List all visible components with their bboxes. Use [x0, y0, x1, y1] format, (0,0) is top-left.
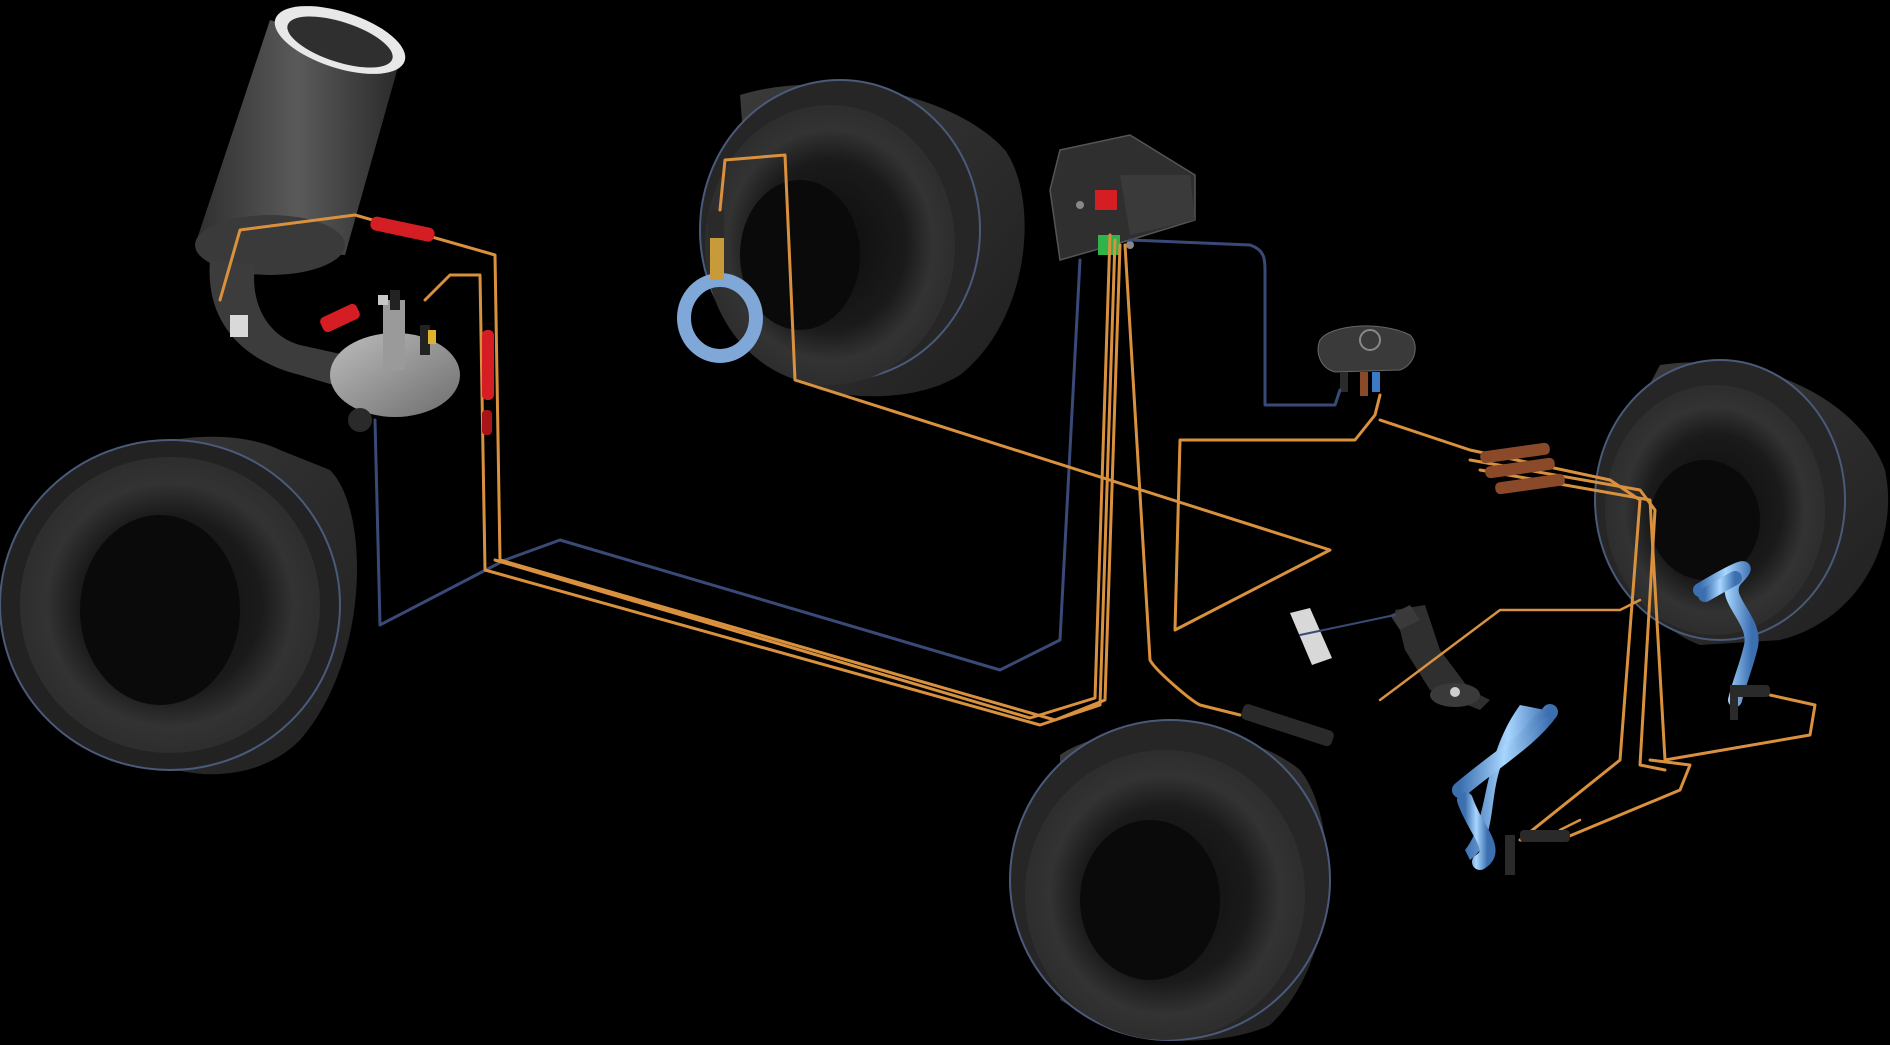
speed-sensor-ring: [677, 210, 763, 363]
wire-orange-front-sensor: [718, 153, 1382, 632]
wire-orange-1: [218, 213, 1122, 722]
connector-black-brake-front: [1730, 685, 1770, 720]
pedal-sensor: [1290, 605, 1490, 710]
wire-orange-2: [423, 238, 1117, 727]
connector-red-exhaust: [370, 216, 435, 242]
tire-rear-left: [0, 436, 358, 775]
lambda-sensor-icon: [230, 315, 248, 337]
connector-black-rear: [1241, 704, 1334, 747]
wiring-harness: [218, 153, 1817, 842]
wire-orange-fr2: [1478, 468, 1817, 762]
wire-blue-ecu-sensor: [1128, 238, 1342, 407]
tire-rear-right: [1009, 719, 1331, 1041]
engine-head: [330, 295, 460, 432]
wire-blue-engine-ecu: [373, 258, 1082, 672]
wire-orange-brake: [1558, 818, 1582, 832]
brake-pipe-rear: [1452, 704, 1558, 870]
brake-pipe-front: [1693, 561, 1759, 707]
exhaust-muffler: [195, 6, 406, 390]
connector-red-head: [320, 290, 400, 333]
connector-brown-cluster: [1480, 442, 1565, 495]
connector-red-inline: [482, 330, 494, 435]
wire-orange-pedal: [1378, 598, 1642, 702]
tire-front-right: [1594, 359, 1889, 645]
wire-blue-pedal: [1299, 614, 1396, 636]
connector-black-brake-rear: [1505, 830, 1570, 875]
wire-orange-front-right: [1468, 458, 1667, 772]
sensor-module: [1317, 325, 1416, 396]
wire-orange-rear-harness: [1123, 243, 1242, 717]
wire-orange-3: [493, 233, 1112, 720]
